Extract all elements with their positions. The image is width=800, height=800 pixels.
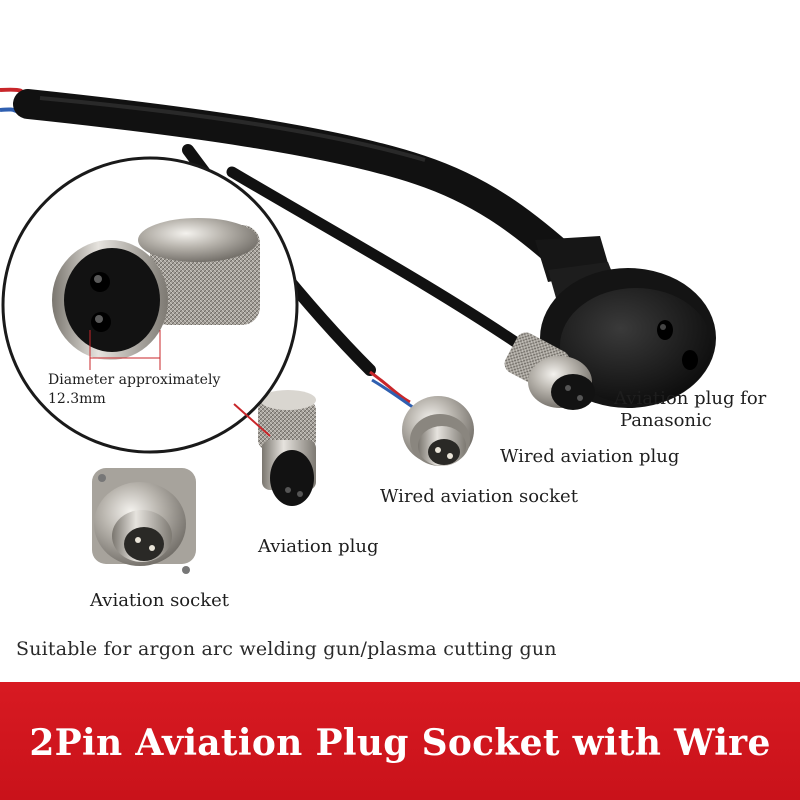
wired-plug-cable: [226, 166, 536, 358]
label-wired-socket: Wired aviation socket: [380, 486, 578, 507]
label-aviation-plug: Aviation plug: [258, 536, 379, 557]
label-panasonic-line1: Aviation plug for: [614, 388, 767, 409]
label-aviation-socket: Aviation socket: [90, 590, 230, 611]
diameter-note-line2: 12.3mm: [48, 391, 106, 407]
main-cable: [0, 87, 575, 270]
wired-aviation-socket: [402, 396, 474, 466]
diameter-note-line1: Diameter approximately: [48, 372, 221, 388]
zoom-detail-circle: [1, 156, 299, 454]
aviation-socket: [92, 468, 196, 574]
product-title: 2Pin Aviation Plug Socket with Wire: [29, 722, 771, 764]
aviation-plug: [258, 390, 316, 506]
usage-caption: Suitable for argon arc welding gun/plasm…: [16, 638, 557, 660]
title-banner: 2Pin Aviation Plug Socket with Wire: [0, 682, 800, 800]
label-panasonic-line2: Panasonic: [620, 410, 712, 431]
wired-aviation-plug: [504, 332, 595, 410]
pointer-line: [233, 403, 271, 437]
label-wired-plug: Wired aviation plug: [500, 446, 680, 467]
